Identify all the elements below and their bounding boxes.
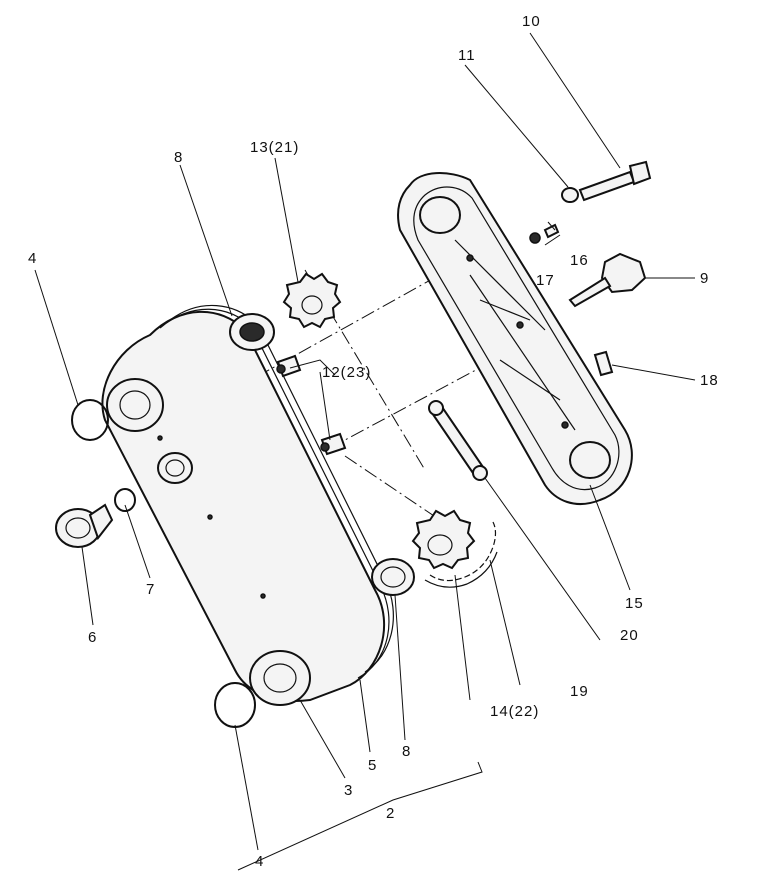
label-4-upper: 4 [28, 250, 37, 267]
label-17: 17 [536, 272, 555, 289]
o-ring-upper [71, 399, 109, 441]
label-4-lower: 4 [255, 853, 264, 870]
washer [561, 187, 579, 203]
label-16: 16 [570, 252, 589, 269]
label-2: 2 [386, 805, 395, 822]
bearing-upper [229, 313, 275, 351]
sprocket-upper [282, 272, 342, 329]
label-7: 7 [146, 581, 155, 598]
label-12: 12(23) [322, 364, 371, 381]
pin [593, 350, 614, 377]
label-18: 18 [700, 372, 719, 389]
nut [529, 232, 541, 244]
label-13: 13(21) [250, 139, 299, 156]
link-bar [428, 400, 488, 481]
label-19: 19 [570, 683, 589, 700]
label-6: 6 [88, 629, 97, 646]
label-14: 14(22) [490, 703, 539, 720]
bearing-lower [371, 558, 415, 596]
bolt [578, 160, 652, 202]
chain-case-front [101, 304, 394, 706]
leader-lines [34, 32, 696, 871]
o-ring-lower [214, 682, 256, 728]
fitting-upper [276, 354, 302, 378]
chain-case-cover [397, 172, 633, 505]
fitting-lower [320, 432, 347, 456]
screw [543, 223, 560, 239]
label-9: 9 [700, 270, 709, 287]
label-8-lower: 8 [402, 743, 411, 760]
star-knob [568, 252, 647, 308]
snap-ring [114, 488, 136, 512]
part-labels: 2 3 4 4 5 6 7 8 8 9 10 11 12(23) 13(21) … [28, 13, 719, 870]
label-10: 10 [522, 13, 541, 30]
label-20: 20 [620, 627, 639, 644]
plug-part [55, 503, 114, 548]
label-8-upper: 8 [174, 149, 183, 166]
sprocket-lower-with-chain [411, 509, 498, 588]
label-5: 5 [368, 757, 377, 774]
label-11: 11 [458, 47, 476, 64]
label-15: 15 [625, 595, 644, 612]
label-3: 3 [344, 782, 353, 799]
